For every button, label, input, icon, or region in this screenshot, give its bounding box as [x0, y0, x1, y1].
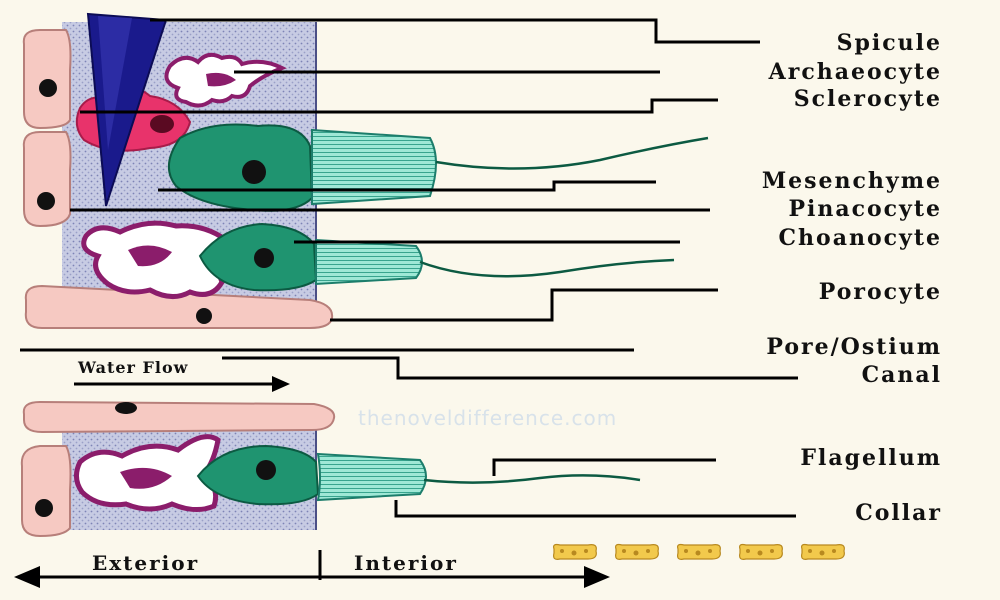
sponge-icons	[553, 543, 845, 560]
label-flagellum: Flagellum	[800, 445, 942, 471]
sclerocyte-nucleus	[150, 115, 174, 133]
collar-shape	[316, 452, 427, 502]
porocyte-nucleus	[115, 402, 137, 414]
label-porocyte: Porocyte	[818, 279, 942, 305]
water-flow-label: Water Flow	[78, 358, 189, 377]
interior-label: Interior	[354, 551, 458, 575]
flagellum-line	[435, 136, 709, 170]
label-pore-ostium: Pore/Ostium	[766, 334, 942, 360]
porocyte-nucleus	[196, 308, 212, 324]
pinacocyte-nucleus	[39, 79, 57, 97]
pinacocyte-nucleus	[37, 192, 55, 210]
leader-lines	[20, 18, 798, 518]
pinacocyte-nucleus	[35, 499, 53, 517]
label-pinacocyte: Pinacocyte	[788, 196, 942, 222]
label-spicule: Spicule	[836, 30, 942, 56]
exterior-interior-axis	[14, 550, 610, 588]
porocyte-cell	[22, 400, 336, 434]
flagellum-line	[423, 474, 641, 484]
choanocyte-nucleus	[256, 460, 276, 480]
label-choanocyte: Choanocyte	[778, 225, 942, 251]
pinacocyte-cell	[22, 131, 72, 228]
choanocyte-nucleus	[242, 160, 266, 184]
label-mesenchyme: Mesenchyme	[761, 168, 942, 194]
water-flow-arrow	[74, 376, 290, 392]
pinacocyte-cell	[22, 29, 72, 130]
porocyte-cell	[24, 284, 334, 329]
exterior-label: Exterior	[92, 551, 200, 575]
upper-tissue	[22, 12, 709, 329]
choanocyte-nucleus	[254, 248, 274, 268]
label-canal: Canal	[861, 362, 942, 388]
pinacocyte-cell	[20, 445, 72, 538]
flagellum-line	[419, 258, 675, 278]
label-archaeocyte: Archaeocyte	[768, 59, 942, 85]
watermark: thenoveldifference.com	[358, 406, 618, 430]
collar-shape	[315, 238, 423, 286]
label-collar: Collar	[855, 500, 942, 526]
collar-shape	[311, 128, 437, 206]
label-sclerocyte: Sclerocyte	[793, 86, 942, 112]
lower-tissue	[20, 400, 641, 538]
